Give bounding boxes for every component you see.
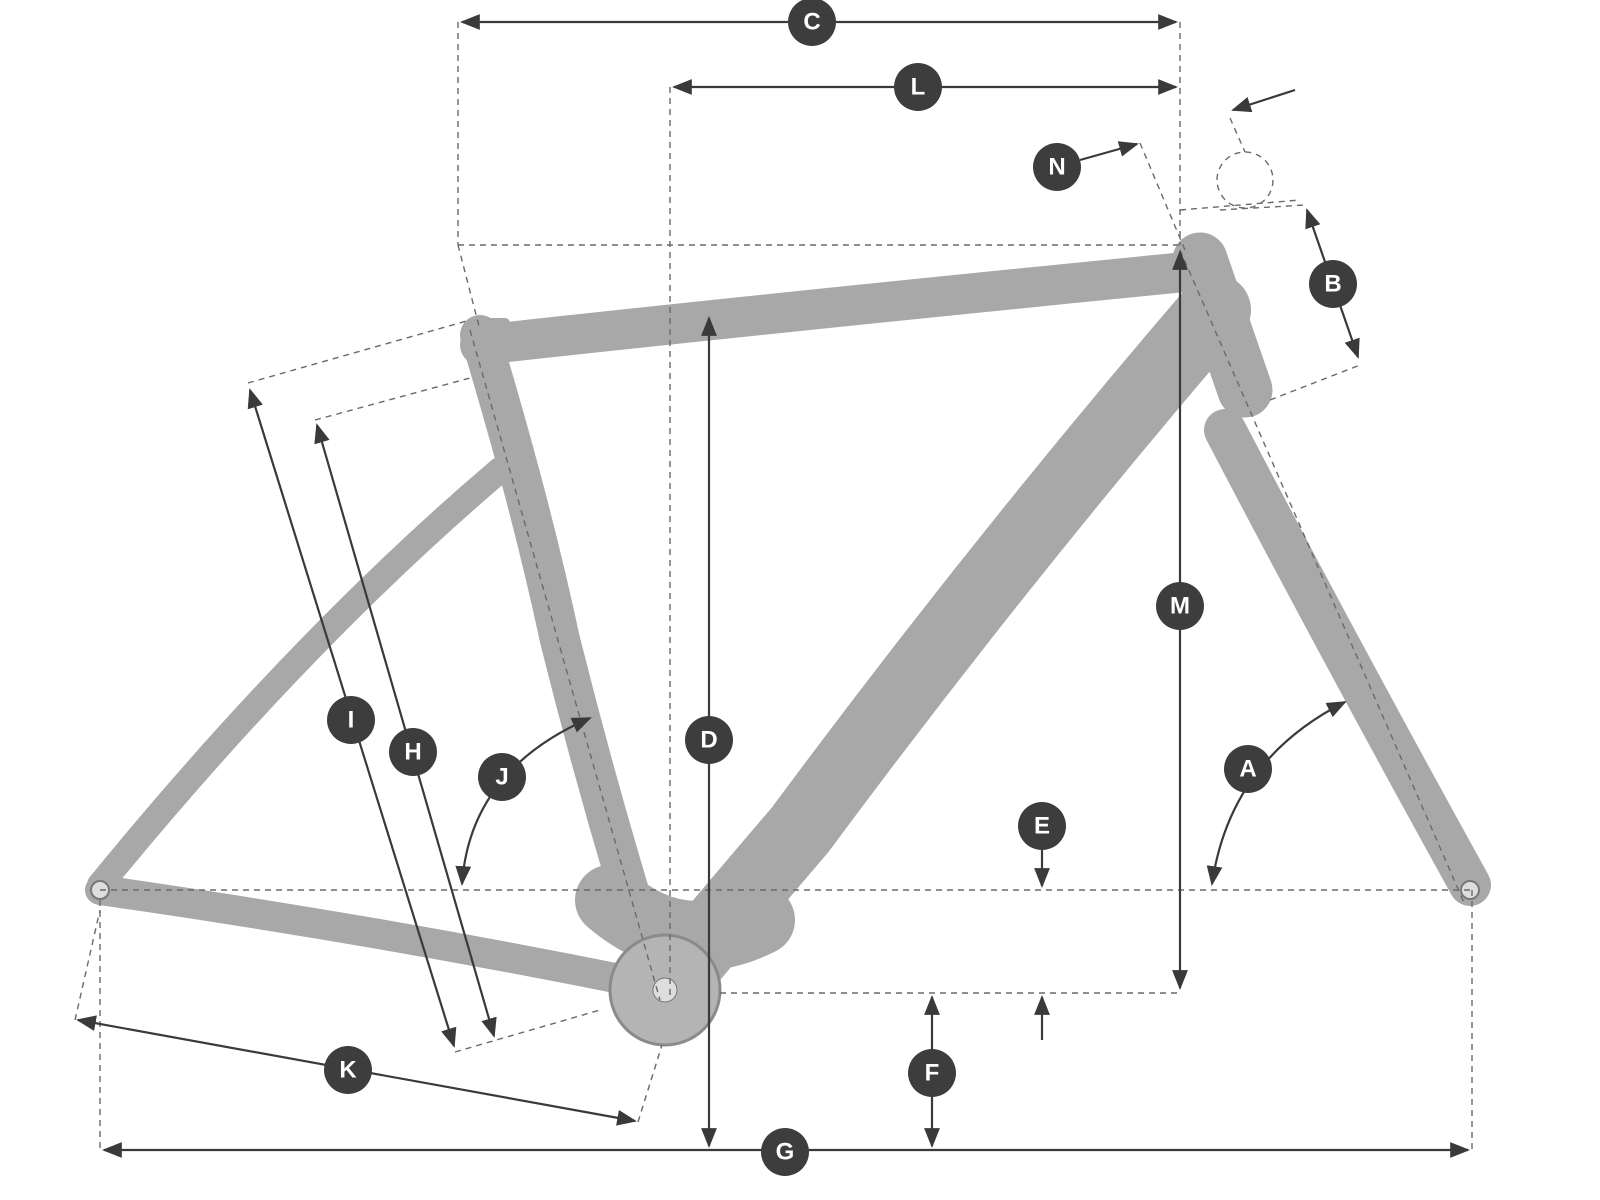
head-tube [1172, 232, 1273, 418]
svg-text:M: M [1170, 593, 1190, 620]
label-k: K [324, 1046, 372, 1094]
label-c: C [788, 0, 836, 46]
down-tube [654, 274, 1251, 996]
label-b: B [1309, 260, 1357, 308]
top-tube [460, 252, 1205, 365]
svg-text:C: C [803, 9, 820, 36]
dim-n [1079, 141, 1139, 162]
dim-n-right [1231, 88, 1296, 113]
svg-text:D: D [700, 727, 717, 754]
seat-tube [460, 315, 670, 980]
reference-lines [74, 22, 1473, 1150]
svg-text:K: K [339, 1057, 357, 1084]
svg-text:A: A [1239, 756, 1256, 783]
svg-text:I: I [348, 707, 355, 734]
label-n: N [1033, 143, 1081, 191]
seat-clamp [468, 318, 510, 340]
svg-text:L: L [911, 74, 926, 101]
label-d: D [685, 716, 733, 764]
dim-a [1206, 701, 1347, 886]
svg-text:B: B [1324, 271, 1341, 298]
label-f: F [908, 1049, 956, 1097]
label-h: H [389, 728, 437, 776]
motor-center [652, 977, 678, 1003]
fork [1204, 409, 1491, 906]
bike-frame [85, 232, 1491, 1047]
svg-text:E: E [1034, 813, 1050, 840]
dimension-lines [76, 14, 1470, 1158]
label-g: G [761, 1128, 809, 1176]
label-i: I [327, 696, 375, 744]
dimension-labels: C L N B M A E F G D J H I K [324, 0, 1357, 1176]
label-l: L [894, 63, 942, 111]
svg-text:N: N [1048, 154, 1065, 181]
svg-text:H: H [404, 739, 421, 766]
label-a: A [1224, 745, 1272, 793]
bottom-bracket [575, 865, 795, 971]
label-j: J [478, 753, 526, 801]
label-e: E [1018, 802, 1066, 850]
chainstay [85, 875, 665, 1000]
seatstay [87, 457, 513, 898]
svg-text:F: F [925, 1060, 940, 1087]
svg-text:J: J [495, 764, 508, 791]
svg-text:G: G [776, 1139, 795, 1166]
label-m: M [1156, 582, 1204, 630]
